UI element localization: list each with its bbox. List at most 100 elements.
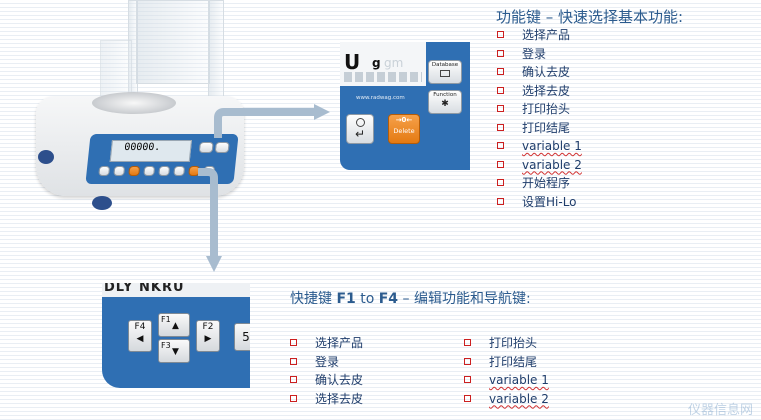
checkbox-bullet-icon (497, 123, 504, 131)
list-item: 选择去皮 (497, 82, 717, 101)
balance-key (158, 166, 171, 176)
database-key-label: Database (431, 62, 459, 68)
list-item-label: 登录 (315, 354, 340, 369)
database-key[interactable]: Database (428, 60, 462, 84)
list-item: 打印抬头 (464, 334, 624, 353)
keypad-f1-label: F1 (161, 315, 171, 324)
list-item-label: 选择产品 (522, 28, 571, 42)
balance-side-key (198, 142, 214, 153)
keypad-up-icon: ▲ (172, 321, 179, 331)
list-item: variable 1 (497, 137, 717, 156)
list-item: 设置Hi-Lo (497, 193, 717, 212)
list-item: 打印抬头 (497, 100, 717, 119)
list-item-label: 开始程序 (522, 176, 571, 190)
keypad-left-icon: ◀ (136, 334, 144, 344)
draft-shield-back (136, 0, 210, 84)
list-item-label: 选择去皮 (522, 83, 571, 98)
list-item-label: variable 2 (522, 157, 582, 172)
list-item: variable 2 (464, 390, 624, 409)
list-item-label: 设置Hi-Lo (522, 194, 577, 209)
zoomed-keypad-panel: DLY NKRU F4 ◀ F1 ▲ F3 ▼ F2 ▶ 5 (102, 283, 250, 388)
keypad-partial-key[interactable]: 5 (234, 323, 250, 351)
list-item: 选择产品 (497, 26, 717, 45)
arrow-to-keypad (198, 168, 222, 272)
function-key[interactable]: Function ✱ (428, 90, 462, 114)
balance-display: 00000. (109, 140, 192, 162)
list-item: variable 1 (464, 371, 624, 390)
checkbox-bullet-icon (464, 357, 471, 365)
balance-key (113, 166, 126, 176)
keypad-f4-key[interactable]: F4 ◀ (128, 320, 152, 352)
balance-key (98, 166, 111, 176)
list-item: 确认去皮 (290, 371, 450, 390)
list-item-label: 选择去皮 (315, 391, 364, 406)
list-item-label: variable 1 (522, 139, 582, 153)
checkbox-bullet-icon (290, 339, 297, 346)
zero-key-label: →0← (395, 116, 413, 124)
function-key-label: Function (433, 92, 457, 98)
balance-key (173, 166, 186, 176)
enter-icon: ↵ (354, 127, 366, 141)
enter-key[interactable]: ↵ (346, 114, 374, 144)
list-item-label: 登录 (522, 46, 547, 61)
checkbox-bullet-icon (497, 142, 504, 149)
balance-foot-front (92, 196, 112, 210)
checkbox-bullet-icon (290, 376, 297, 383)
keypad-down-icon: ▼ (172, 347, 179, 357)
database-icon (440, 70, 450, 77)
zoomed-gm-text: gm (384, 56, 404, 70)
keypad-top-strip: DLY NKRU (102, 283, 250, 297)
shortcut-keys-left-list: 选择产品登录确认去皮选择去皮 (290, 334, 450, 408)
shortcut-title-f4: F4 (378, 291, 399, 307)
keypad-f2-label: F2 (202, 322, 214, 332)
keypad-f1-key[interactable]: F1 ▲ (158, 313, 190, 337)
keypad-f3-key[interactable]: F3 ▼ (158, 339, 190, 363)
shortcut-title-prefix: 快捷键 (290, 291, 337, 307)
keypad-f4-label: F4 (134, 322, 146, 332)
list-item: variable 2 (497, 156, 717, 175)
list-item: 确认去皮 (497, 63, 717, 82)
list-item-label: 打印结尾 (522, 120, 571, 135)
checkbox-bullet-icon (497, 105, 504, 112)
keypad-top-text: DLY NKRU (104, 283, 185, 295)
function-keys-list: 选择产品登录确认去皮选择去皮打印抬头打印结尾 variable 1 variable… (497, 26, 717, 211)
list-item-label: 打印抬头 (522, 102, 571, 116)
balance-key-orange (128, 166, 141, 176)
zero-delete-key[interactable]: →0← Delete (388, 114, 420, 144)
list-item-label: 打印结尾 (489, 354, 538, 369)
checkbox-bullet-icon (464, 394, 471, 402)
checkbox-bullet-icon (497, 68, 504, 75)
checkbox-bullet-icon (497, 49, 504, 57)
checkbox-bullet-icon (497, 179, 504, 186)
shortcut-title-f1: F1 (336, 291, 356, 307)
list-item-label: 确认去皮 (522, 65, 571, 79)
zoomed-big-digit: U (344, 50, 361, 74)
weighing-pan (92, 92, 176, 114)
checkbox-bullet-icon (290, 357, 297, 365)
checkbox-bullet-icon (290, 394, 297, 402)
checkbox-bullet-icon (497, 31, 504, 38)
keypad-right-icon: ▶ (204, 334, 212, 344)
list-item: 打印结尾 (464, 353, 624, 372)
list-item: 登录 (290, 353, 450, 372)
checkbox-bullet-icon (464, 339, 471, 346)
display-reading: 00000. (123, 142, 161, 153)
balance-key (143, 166, 156, 176)
list-item: 选择去皮 (290, 390, 450, 409)
list-item-label: 确认去皮 (315, 373, 364, 387)
list-item-label: 选择产品 (315, 336, 364, 350)
checkbox-bullet-icon (464, 376, 471, 383)
list-item-label: 打印抬头 (489, 336, 538, 350)
checkbox-bullet-icon (497, 160, 504, 168)
zoomed-lcd: U g gm (340, 42, 426, 86)
keypad-f2-key[interactable]: F2 ▶ (196, 320, 220, 352)
list-item-label: variable 2 (489, 391, 549, 406)
draft-shield-right (208, 0, 224, 102)
zoomed-unit-letter: g (372, 56, 381, 70)
balance-illustration: 00000. (28, 0, 258, 220)
list-item: 选择产品 (290, 334, 450, 353)
shortcut-title-to: to (355, 291, 379, 307)
list-item: 登录 (497, 45, 717, 64)
function-icon: ✱ (441, 99, 449, 109)
